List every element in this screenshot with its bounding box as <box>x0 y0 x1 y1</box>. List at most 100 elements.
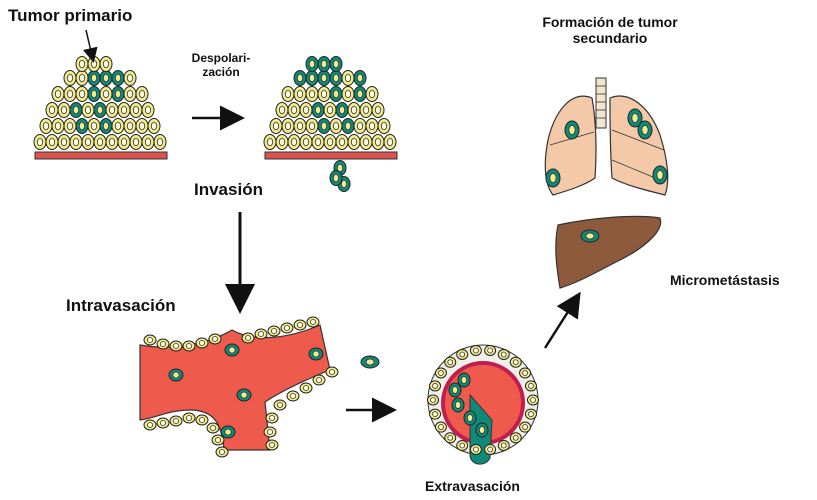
normal-cell <box>106 135 118 150</box>
vessel-wall-cell <box>307 317 319 327</box>
normal-cell <box>306 87 318 102</box>
vessel-wall-cell <box>266 413 278 423</box>
normal-cell <box>76 87 88 102</box>
vessel-wall-cell <box>300 383 312 393</box>
normal-cell <box>360 103 372 118</box>
vessel-wall-cell <box>266 440 278 450</box>
vessel-ring-cell <box>445 433 456 443</box>
extravasating-tumor-cell <box>452 398 464 412</box>
normal-cell <box>142 103 154 118</box>
normal-cell <box>354 119 366 134</box>
tumor-cell <box>336 103 348 118</box>
vessel-wall-cell <box>313 375 325 385</box>
normal-cell <box>348 135 360 150</box>
tumor-cell <box>312 103 324 118</box>
vessel-wall-cell <box>242 333 254 343</box>
vessel-ring-cell <box>457 440 468 450</box>
normal-cell <box>58 103 70 118</box>
normal-cell <box>130 103 142 118</box>
normal-cell <box>264 135 276 150</box>
normal-cell <box>324 103 336 118</box>
normal-cell <box>130 135 142 150</box>
normal-cell <box>300 103 312 118</box>
tumor-cell <box>76 119 88 134</box>
vessel-wall-cell <box>209 334 221 344</box>
normal-cell <box>100 87 112 102</box>
tumor-cell <box>354 87 366 102</box>
normal-cell <box>94 135 106 150</box>
label-depolarization: Despolari- zación <box>181 52 261 80</box>
vessel-ring-cell <box>485 444 496 454</box>
label-secondary-tumor-line2: secundario <box>520 30 700 46</box>
vessel-wall-cell <box>255 329 267 339</box>
vessel-ring-cell <box>520 368 531 378</box>
normal-cell <box>112 119 124 134</box>
vessel-wall-cell <box>216 447 228 457</box>
liver-illustration <box>556 216 661 288</box>
normal-cell <box>276 135 288 150</box>
normal-cell <box>154 135 166 150</box>
tumor-cell <box>318 71 330 86</box>
tumor-cell <box>100 119 112 134</box>
tumor-cell <box>342 119 354 134</box>
vessel-wall-cell <box>207 423 219 433</box>
normal-cell <box>64 71 76 86</box>
liver-metastasis-cell <box>581 230 599 242</box>
normal-cell <box>330 119 342 134</box>
normal-cell <box>342 71 354 86</box>
vessel-ring-cell <box>457 350 468 360</box>
normal-cell <box>136 119 148 134</box>
vessel-wall-cell <box>183 341 195 351</box>
vessel-wall-cell <box>157 418 169 428</box>
vessel-wall-cell <box>264 427 276 437</box>
tumor-cell <box>88 87 100 102</box>
vessel-wall-cell <box>144 335 156 345</box>
vessel-ring-cell <box>498 350 509 360</box>
normal-cell <box>136 87 148 102</box>
normal-cell <box>366 87 378 102</box>
normal-cell <box>300 135 312 150</box>
tumor-cell <box>112 87 124 102</box>
normal-cell <box>372 135 384 150</box>
normal-cell <box>52 87 64 102</box>
tumor-cell <box>88 71 100 86</box>
normal-cell <box>378 119 390 134</box>
normal-cell <box>100 57 112 72</box>
normal-cell <box>64 119 76 134</box>
tumor-cell-in-vessel <box>309 348 323 360</box>
vessel-ring-cell <box>525 409 536 419</box>
liver-metastasis-cells <box>581 230 599 242</box>
normal-cell <box>276 103 288 118</box>
vessel-ring-cell <box>510 433 521 443</box>
vessel-ring-cell <box>428 395 439 405</box>
tumor-cell <box>294 71 306 86</box>
vessel-ring-cell <box>430 381 441 391</box>
vessel-ring-cell <box>525 381 536 391</box>
normal-cell <box>282 119 294 134</box>
vessel-ring-cell <box>435 422 446 432</box>
vessel-ring-cell <box>485 346 496 356</box>
lung-metastasis-cell <box>638 121 652 139</box>
normal-cell <box>82 103 94 118</box>
vessel-ring-cell <box>470 346 481 356</box>
vessel-wall-cell <box>144 420 156 430</box>
normal-cell <box>348 103 360 118</box>
normal-cell <box>294 87 306 102</box>
tumor-cell <box>318 119 330 134</box>
normal-cell <box>88 57 100 72</box>
normal-cell <box>318 87 330 102</box>
vessel-ring-cell <box>430 409 441 419</box>
normal-cell <box>76 57 88 72</box>
normal-cell <box>142 135 154 150</box>
tumor-cell <box>94 103 106 118</box>
normal-cell <box>324 135 336 150</box>
vessel-wall-cell <box>157 339 169 349</box>
vessel-ring-cell <box>510 357 521 367</box>
normal-cell <box>282 87 294 102</box>
label-depolarization-line2: zación <box>181 66 261 80</box>
primary-tumor-mass <box>34 57 166 150</box>
vessel-wall-cell <box>274 400 286 410</box>
tumor-cell <box>112 71 124 86</box>
